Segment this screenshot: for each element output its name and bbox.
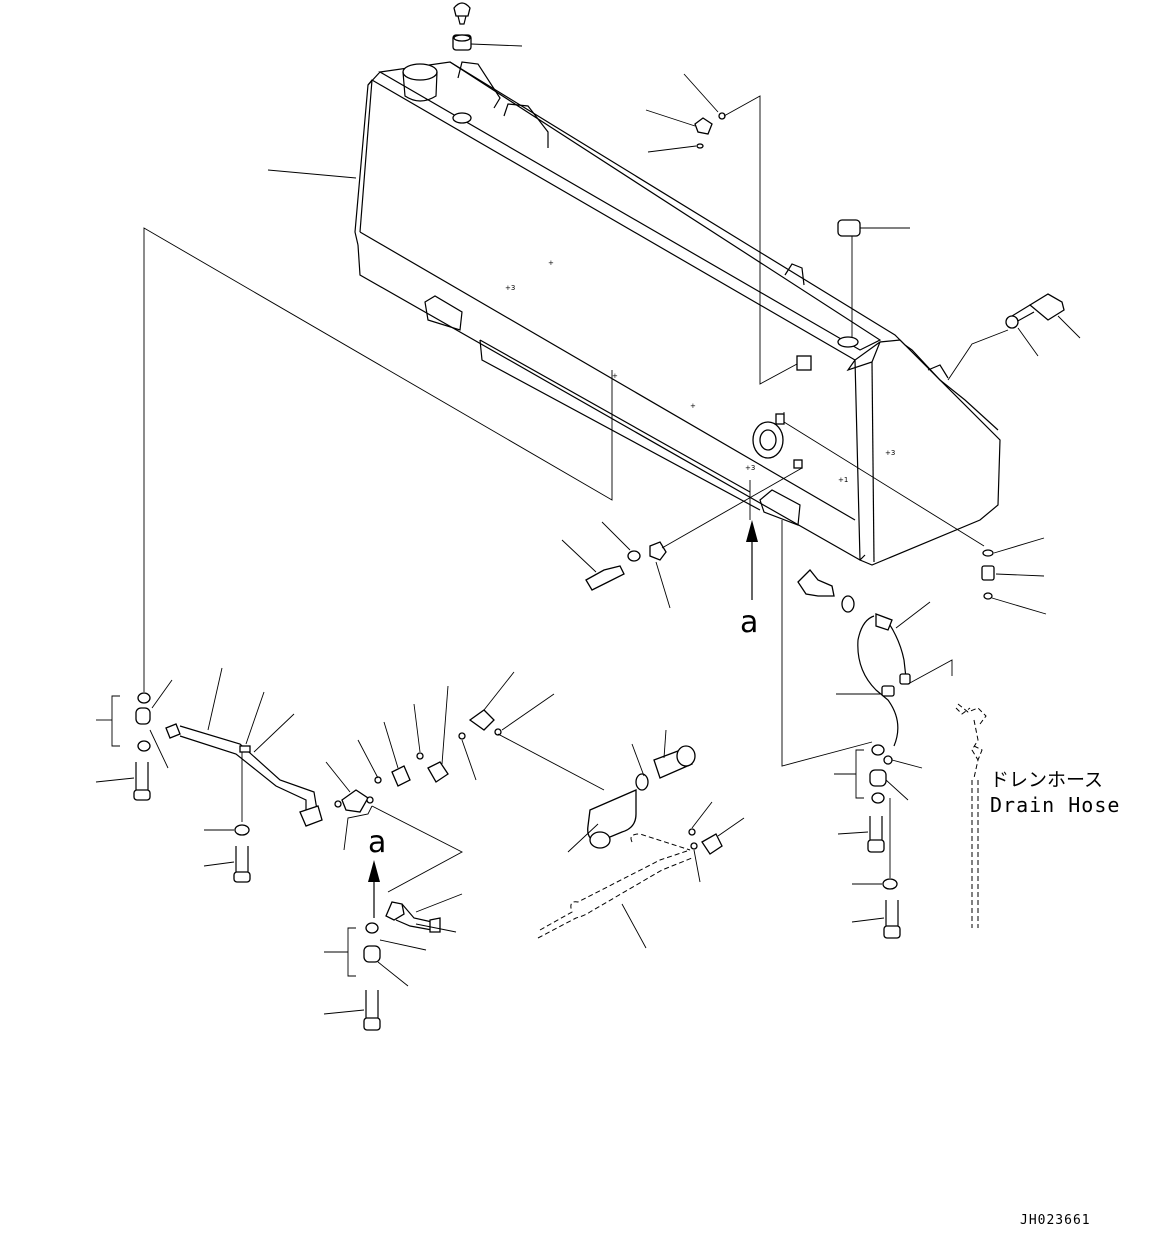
elbow-fitting-top	[645, 73, 798, 385]
svg-text:+: +	[548, 259, 554, 267]
view-label-a-lower: a	[368, 825, 386, 860]
view-label-a: a	[740, 605, 758, 640]
svg-text:+1: +1	[838, 476, 848, 484]
fuel-pipe	[165, 667, 323, 883]
mount-bolt	[143, 227, 803, 692]
strainer	[567, 729, 745, 883]
view-arrow-a-lower: a	[368, 805, 463, 918]
valve-cluster	[325, 671, 605, 851]
left-bracket-assembly	[95, 679, 173, 801]
return-hose	[537, 833, 693, 949]
drain-hose-label-en: Drain Hose	[990, 793, 1120, 817]
view-arrow-a-upper: a	[740, 480, 758, 640]
drain-plug	[783, 412, 1047, 615]
filler-cap	[452, 34, 523, 51]
drain-hose-label-jp: ドレンホース	[990, 769, 1103, 791]
drawing-id: JH023661	[1020, 1213, 1091, 1228]
drain-hose: ドレンホース Drain Hose	[955, 703, 1120, 928]
svg-text:+: +	[690, 402, 696, 410]
svg-text:+3: +3	[745, 464, 755, 472]
fuel-tank: +3 + + + +3 +1 +3	[354, 61, 1001, 566]
bolt-top-right	[947, 293, 1081, 381]
right-bolt-assembly	[781, 520, 953, 939]
plug	[837, 219, 861, 237]
breather-cap	[453, 2, 471, 25]
svg-text:+3: +3	[505, 284, 515, 292]
lower-left-bracket	[323, 893, 463, 1031]
svg-text:+3: +3	[885, 449, 895, 457]
svg-text:+: +	[612, 372, 618, 380]
